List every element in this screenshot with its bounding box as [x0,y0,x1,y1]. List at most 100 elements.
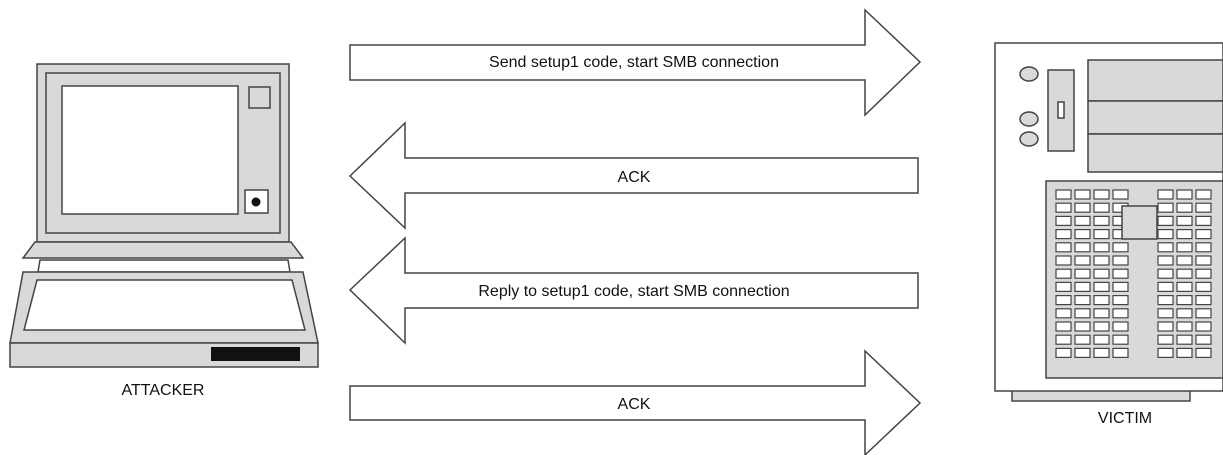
vent-slot [1112,281,1129,292]
vent-slot [1157,308,1174,319]
vent-slot [1176,281,1193,292]
vent-slot [1055,308,1072,319]
vent-slot [1176,268,1193,279]
vent-slot [1093,347,1110,358]
arrow-right-shape-1 [349,8,922,117]
vent-slot [1157,215,1174,226]
vent-slot [1195,242,1212,253]
vent-slot [1074,334,1091,345]
vent-slot [1093,255,1110,266]
vent-slot [1055,202,1072,213]
vent-slot [1176,347,1193,358]
vent-slot [1112,268,1129,279]
message-arrow-3: Reply to setup1 code, start SMB connecti… [348,236,919,345]
arrow-left-shape-3 [348,236,919,345]
vent-slot [1112,242,1129,253]
vent-slot [1093,215,1110,226]
vent-slot [1093,189,1110,200]
vent-slot [1055,295,1072,306]
server-vent-grid [1055,189,1212,358]
vent-slot [1195,255,1212,266]
vent-slot [1195,334,1212,345]
message-label-3: Reply to setup1 code, start SMB connecti… [478,283,789,300]
vent-slot [1055,229,1072,240]
vent-slot [1112,334,1129,345]
vent-slot [1176,321,1193,332]
vent-slot [1055,255,1072,266]
vent-slot [1093,321,1110,332]
message-arrow-4: ACK [349,349,922,455]
vent-slot [1157,189,1174,200]
vent-slot [1093,268,1110,279]
vent-slot [1176,255,1193,266]
vent-slot [1074,242,1091,253]
vent-slot [1176,215,1193,226]
vent-slot [1055,321,1072,332]
vent-slot [1074,308,1091,319]
vent-slot [1093,202,1110,213]
vent-slot [1055,268,1072,279]
vent-slot [1195,295,1212,306]
vent-slot [1195,229,1212,240]
message-arrow-2: ACK [348,121,919,230]
vent-slot [1176,202,1193,213]
vent-slot [1055,281,1072,292]
vent-slot [1157,229,1174,240]
vent-slot [1157,242,1174,253]
vent-slot [1074,215,1091,226]
vent-slot [1157,347,1174,358]
vent-slot [1093,229,1110,240]
vent-slot [1074,281,1091,292]
vent-slot [1074,295,1091,306]
vent-slot [1157,334,1174,345]
victim-label: VICTIM [1098,410,1152,427]
vent-slot [1176,334,1193,345]
arrow-left-shape-2 [348,121,919,230]
attacker-laptop-icon [9,63,319,368]
vent-slot [1055,334,1072,345]
vent-slot [1176,308,1193,319]
vent-slot [1074,268,1091,279]
vent-slot [1074,321,1091,332]
vent-slot [1112,295,1129,306]
vent-slot [1074,229,1091,240]
arrow-right-shape-4 [349,349,922,455]
vent-slot [1093,242,1110,253]
vent-slot [1157,202,1174,213]
vent-slot [1074,255,1091,266]
vent-slot [1074,202,1091,213]
vent-slot [1074,189,1091,200]
message-label-2: ACK [618,169,651,186]
vent-slot [1195,268,1212,279]
vent-slot [1176,295,1193,306]
vent-slot [1055,242,1072,253]
vent-slot [1112,347,1129,358]
vent-slot [1195,215,1212,226]
vent-slot [1112,321,1129,332]
vent-slot [1093,281,1110,292]
vent-slot [1074,347,1091,358]
vent-slot [1176,189,1193,200]
vent-slot [1055,347,1072,358]
attacker-label: ATTACKER [122,382,205,399]
vent-slot [1176,229,1193,240]
vent-slot [1157,255,1174,266]
message-label-1: Send setup1 code, start SMB connection [489,54,779,71]
vent-slot [1157,268,1174,279]
vent-slot [1195,347,1212,358]
vent-slot [1093,308,1110,319]
vent-slot [1195,202,1212,213]
victim-server-icon [994,42,1223,402]
vent-slot [1195,189,1212,200]
vent-slot [1195,321,1212,332]
vent-slot [1157,295,1174,306]
vent-slot [1112,189,1129,200]
vent-slot [1112,255,1129,266]
vent-slot [1195,308,1212,319]
vent-slot [1112,308,1129,319]
vent-slot [1157,321,1174,332]
vent-slot [1093,295,1110,306]
message-label-4: ACK [618,396,651,413]
vent-slot [1176,242,1193,253]
